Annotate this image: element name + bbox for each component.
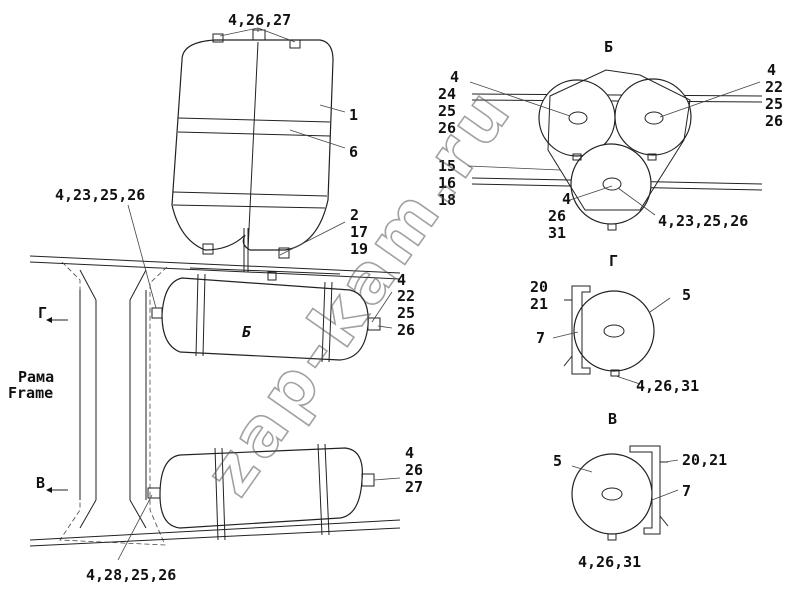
label-bottom-parts: 4,28,25,26 (86, 566, 176, 584)
label-right-mid-4: 4 (397, 271, 406, 289)
label-right-mid-22: 22 (397, 287, 415, 305)
middle-tank (151, 271, 381, 363)
label-part-1: 1 (349, 106, 358, 124)
lower-tank (147, 443, 375, 541)
label-right-mid-26: 26 (397, 321, 415, 339)
view-g-p5: 5 (682, 286, 691, 304)
view-g-p20: 20 (530, 278, 548, 296)
view-b-bottom-26: 26 (548, 207, 566, 225)
view-g-title: Г (609, 252, 618, 270)
view-g-p7: 7 (536, 329, 545, 347)
view-g-p21: 21 (530, 295, 548, 313)
view-b-left-26: 26 (438, 119, 456, 137)
view-b-p18: 18 (438, 191, 456, 209)
view-b-left-4: 4 (450, 68, 459, 86)
label-right-mid-25: 25 (397, 304, 415, 322)
view-b-bottom-parts: 4,23,25,26 (658, 212, 748, 230)
view-v-p7: 7 (682, 482, 691, 500)
view-b-p15: 15 (438, 157, 456, 175)
view-g-bottom-parts: 4,26,31 (636, 377, 699, 395)
label-part-2: 2 (350, 206, 359, 224)
label-part-17: 17 (350, 223, 368, 241)
label-part-6: 6 (349, 143, 358, 161)
leader-lines (117, 27, 401, 561)
view-v-bottom-parts: 4,26,31 (578, 553, 641, 571)
view-arrows (46, 317, 68, 493)
label-low-right-4: 4 (405, 444, 414, 462)
view-b-bottom-31: 31 (548, 224, 566, 242)
view-b-title: Б (604, 38, 613, 56)
view-b-left-25: 25 (438, 102, 456, 120)
label-view-b-mark: Б (242, 323, 252, 341)
label-low-right-26: 26 (405, 461, 423, 479)
view-v-title: В (608, 410, 617, 428)
upper-tank-assembly (171, 29, 334, 272)
view-b-left-24: 24 (438, 85, 456, 103)
label-arrow-v: В (36, 474, 45, 492)
label-top-parts: 4,26,27 (228, 11, 291, 29)
view-v-p20-21: 20,21 (682, 451, 727, 469)
view-b-p16: 16 (438, 174, 456, 192)
view-v-p5: 5 (553, 452, 562, 470)
label-part-19: 19 (350, 240, 368, 258)
view-v-drawing (571, 445, 679, 541)
view-b-right-25: 25 (765, 95, 783, 113)
view-b-right-22: 22 (765, 78, 783, 96)
label-frame-ru: Рама (18, 368, 54, 386)
label-arrow-g: Г (38, 304, 47, 322)
label-frame-en: Frame (8, 384, 53, 402)
view-b-drawing (467, 69, 763, 231)
label-low-right-27: 27 (405, 478, 423, 496)
frame-beam-upper (29, 255, 401, 280)
frame-beam-lower (29, 519, 401, 547)
view-b-bottom-4: 4 (562, 190, 571, 208)
view-b-right-4: 4 (767, 61, 776, 79)
frame-vertical-member (59, 261, 169, 546)
view-g-drawing (552, 285, 671, 385)
view-b-right-26: 26 (765, 112, 783, 130)
label-left-parts-top: 4,23,25,26 (55, 186, 145, 204)
